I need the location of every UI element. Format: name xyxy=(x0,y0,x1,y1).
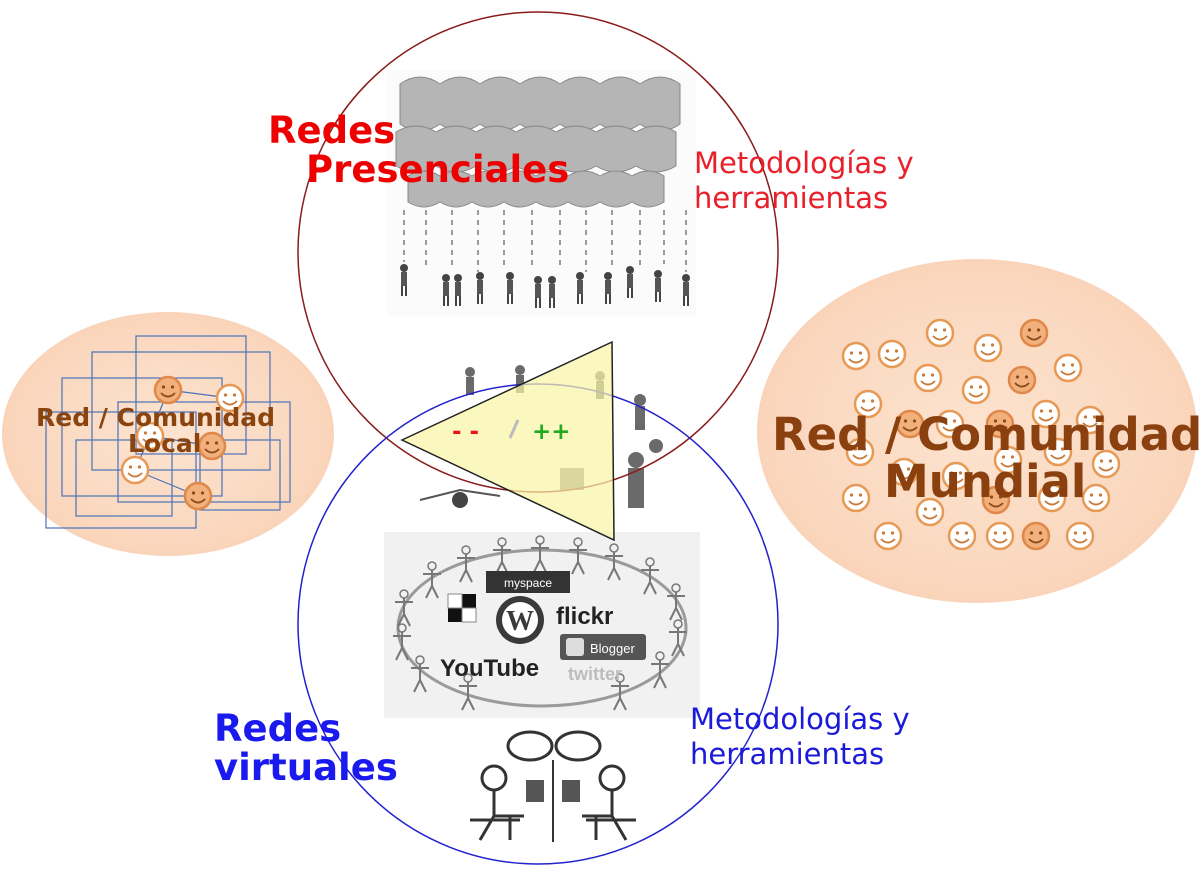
minus-sign-label: - - xyxy=(452,419,480,445)
world-community-bubble xyxy=(757,259,1197,603)
plus-sign-label: ++ xyxy=(532,419,571,445)
world-community-label: Red / Comunidad Mundial xyxy=(772,408,1202,509)
delicious-logo xyxy=(447,593,477,623)
wordpress-logo: W xyxy=(496,596,544,644)
svg-text:Blogger: Blogger xyxy=(590,641,635,656)
svg-text:myspace: myspace xyxy=(504,576,552,590)
people-chatting-image xyxy=(460,728,650,844)
virtual-networks-label: Redes virtuales xyxy=(214,707,398,789)
local-community-bubble xyxy=(2,312,334,556)
twitter-logo: twitter xyxy=(568,664,622,684)
puzzle-crowd-image xyxy=(386,70,696,316)
myspace-logo xyxy=(486,571,570,593)
svg-text:W: W xyxy=(506,606,534,637)
social-media-ring-image: myspace W flickr Blogger YouTube twitter xyxy=(384,532,700,718)
methodologies-tools-label-bottom: Metodologías y herramientas xyxy=(690,702,910,771)
local-community-label: Red / Comunidad Local xyxy=(36,403,276,459)
presential-networks-label: Redes Presenciales xyxy=(268,109,570,191)
local-smiley-1 xyxy=(153,375,183,405)
balance-triangle xyxy=(400,340,615,542)
youtube-logo: YouTube xyxy=(440,655,539,682)
local-smiley-5 xyxy=(120,455,150,485)
flickr-logo: flickr xyxy=(556,603,613,630)
methodologies-tools-label-top: Metodologías y herramientas xyxy=(694,146,914,215)
local-smiley-6 xyxy=(183,481,213,511)
slash-divider xyxy=(508,419,520,439)
